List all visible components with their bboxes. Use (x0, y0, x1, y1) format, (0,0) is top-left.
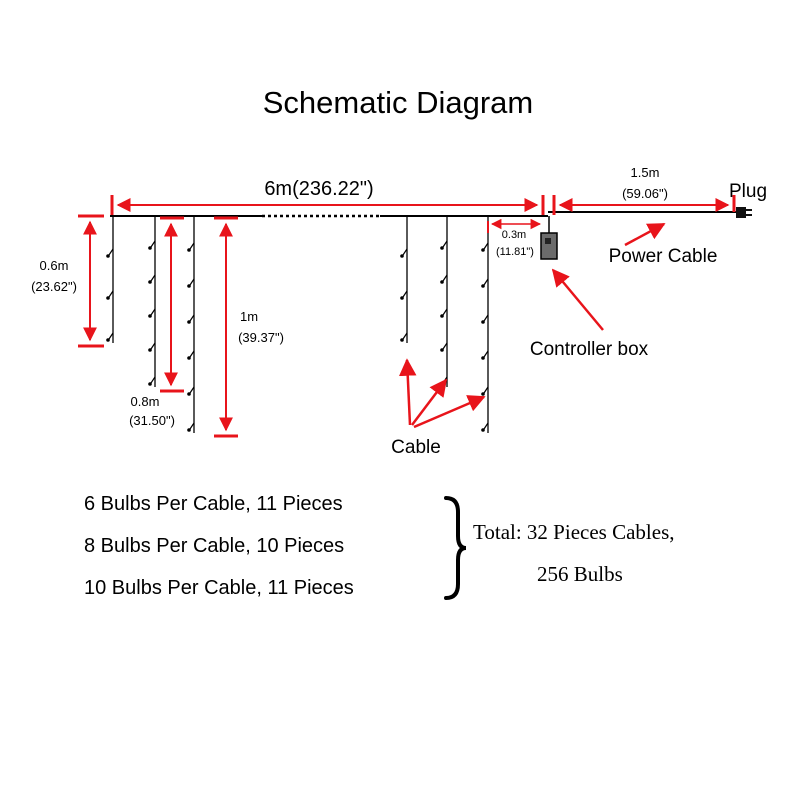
cable-strand (481, 217, 489, 433)
bulb-stem (442, 342, 448, 350)
bulb-stem (442, 308, 448, 316)
bulb-stem (483, 314, 489, 322)
bulb-icon (481, 392, 485, 396)
bulb-stem (189, 278, 195, 286)
power-cable-label: Power Cable (609, 246, 718, 267)
drop-short-in-label: (23.62") (31, 279, 77, 294)
power-length-m-label: 1.5m (631, 165, 660, 180)
drop-long-m-label: 1m (240, 309, 258, 324)
cable-strand (400, 217, 408, 343)
bulb-icon (106, 296, 110, 300)
gap-length-in-label: (11.81") (496, 246, 534, 258)
bulb-icon (400, 338, 404, 342)
bulb-icon (481, 248, 485, 252)
bulb-stem (483, 242, 489, 250)
plug-label: Plug (729, 181, 767, 202)
bulb-stem (189, 242, 195, 250)
hanging-strands (106, 217, 489, 433)
controller-box-icon (540, 216, 558, 260)
total-bulbs-label: 256 Bulbs (537, 562, 623, 586)
bulb-icon (481, 284, 485, 288)
bulb-icon (148, 382, 152, 386)
cable-strand (106, 217, 114, 343)
bulb-stem (483, 422, 489, 430)
bulb-icon (148, 348, 152, 352)
main-length-label: 6m(236.22") (264, 178, 373, 200)
bulb-stem (150, 308, 156, 316)
bulb-icon (187, 428, 191, 432)
bulb-icon (187, 356, 191, 360)
bulb-stem (108, 248, 114, 256)
bulb-icon (481, 428, 485, 432)
bulb-stem (150, 274, 156, 282)
bulb-icon (440, 280, 444, 284)
main-cable (110, 211, 737, 218)
bulb-icon (400, 296, 404, 300)
cable-strand (187, 217, 195, 433)
plug-icon (736, 207, 752, 218)
drop-mid-m-label: 0.8m (131, 394, 160, 409)
bulb-stem (402, 248, 408, 256)
cable-label: Cable (391, 437, 441, 458)
bulb-stem (150, 376, 156, 384)
brace-icon (444, 496, 467, 600)
controller-box-label: Controller box (530, 339, 649, 360)
spec-line: 8 Bulbs Per Cable, 10 Pieces (84, 535, 344, 557)
bulb-stem (402, 332, 408, 340)
bulb-icon (187, 392, 191, 396)
callout-arrows (398, 222, 666, 429)
power-length-in-label: (59.06") (622, 186, 668, 201)
spec-line: 6 Bulbs Per Cable, 11 Pieces (84, 493, 343, 515)
bulb-icon (148, 246, 152, 250)
bulb-icon (187, 320, 191, 324)
cable-strand (440, 217, 448, 387)
bulb-icon (440, 314, 444, 318)
bulb-icon (481, 356, 485, 360)
bulb-stem (483, 386, 489, 394)
cable-strand (148, 217, 156, 387)
bulb-stem (442, 274, 448, 282)
bulb-stem (108, 290, 114, 298)
bulb-stem (402, 290, 408, 298)
bulb-icon (187, 248, 191, 252)
bulb-icon (106, 338, 110, 342)
dimension-lines (78, 195, 736, 438)
bulb-stem (189, 422, 195, 430)
total-cables-label: Total: 32 Pieces Cables, (473, 520, 675, 544)
bulb-icon (481, 320, 485, 324)
bulb-stem (189, 386, 195, 394)
bulb-stem (483, 278, 489, 286)
drop-long-in-label: (39.37") (238, 330, 284, 345)
bulb-stem (108, 332, 114, 340)
bulb-stem (189, 314, 195, 322)
bulb-icon (148, 280, 152, 284)
bulb-icon (440, 348, 444, 352)
bulb-icon (400, 254, 404, 258)
drop-short-m-label: 0.6m (40, 258, 69, 273)
bulb-icon (106, 254, 110, 258)
bulb-stem (442, 240, 448, 248)
bulb-stem (189, 350, 195, 358)
bulb-icon (148, 314, 152, 318)
diagram-title: Schematic Diagram (263, 85, 533, 120)
bulb-stem (483, 350, 489, 358)
bulb-icon (440, 246, 444, 250)
bulb-icon (187, 284, 191, 288)
gap-length-m-label: 0.3m (502, 229, 526, 241)
drop-mid-in-label: (31.50") (129, 413, 175, 428)
spec-line: 10 Bulbs Per Cable, 11 Pieces (84, 577, 354, 599)
bulb-stem (150, 342, 156, 350)
bulb-stem (150, 240, 156, 248)
